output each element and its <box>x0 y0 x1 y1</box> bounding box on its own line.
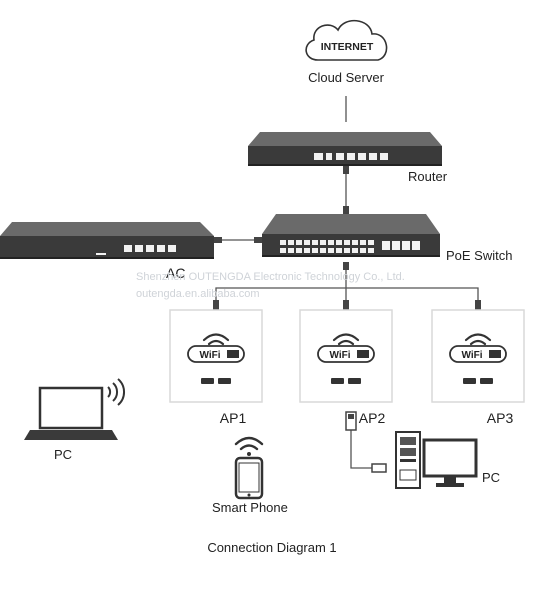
plug-switch-left <box>254 237 262 243</box>
ap-port-marker <box>348 378 361 384</box>
plug-ap2 <box>343 300 349 310</box>
wifi-icon <box>332 333 360 346</box>
plug-switch-bottom <box>343 262 349 270</box>
pc-left-label: PC <box>54 447 72 462</box>
cloud-icon <box>305 19 388 61</box>
switch-port <box>312 240 318 245</box>
diagram-caption: Connection Diagram 1 <box>207 540 336 555</box>
plug-ap3 <box>475 300 481 310</box>
switch-port <box>296 248 302 253</box>
switch-uplink-port <box>412 241 420 250</box>
switch-uplink-port <box>392 241 400 250</box>
wifi-badge-text: WiFi <box>329 350 350 361</box>
switch-port <box>336 248 342 253</box>
switch-port <box>368 248 374 253</box>
poe-switch-device <box>262 214 440 257</box>
ap-label: AP3 <box>487 410 514 426</box>
router-device <box>248 132 442 166</box>
ap-label: AP2 <box>359 410 386 426</box>
desktop-tower-icon <box>395 431 421 489</box>
switch-port <box>344 248 350 253</box>
switch-port <box>288 248 294 253</box>
smartphone-icon <box>234 456 264 500</box>
switch-port <box>320 240 326 245</box>
wifi-icon <box>464 333 492 346</box>
wifi-signal-icon <box>234 436 264 456</box>
switch-port <box>320 248 326 253</box>
pc-right-label: PC <box>482 470 500 485</box>
switch-port <box>280 240 286 245</box>
switch-port <box>360 240 366 245</box>
ethernet-plug-icon <box>345 411 387 473</box>
wifi-badge-tag <box>357 350 369 358</box>
switch-port <box>280 248 286 253</box>
ap-port-marker <box>201 378 214 384</box>
plug-switch-top <box>343 206 349 214</box>
switch-uplink-port <box>382 241 390 250</box>
ac-controller-device <box>0 222 214 259</box>
switch-port <box>336 240 342 245</box>
switch-port <box>328 248 334 253</box>
ap-label: AP1 <box>220 410 247 426</box>
smartphone-label: Smart Phone <box>212 500 288 515</box>
wifi-badge-tag <box>227 350 239 358</box>
plug-ap1 <box>213 300 219 310</box>
internet-badge: INTERNET <box>321 41 374 53</box>
plug-ac-right <box>214 237 222 243</box>
router-ports <box>314 153 388 160</box>
watermark-url: outengda.en.alibaba.com <box>136 288 260 300</box>
switch-port <box>288 240 294 245</box>
plug-router-bottom <box>343 166 349 174</box>
watermark-company: Shenzhen OUTENGDA Electronic Technology … <box>136 271 405 283</box>
switch-port <box>352 248 358 253</box>
switch-ports <box>280 240 420 253</box>
switch-port <box>368 240 374 245</box>
rj45-plugs <box>213 166 481 310</box>
wifi-icon <box>202 333 230 346</box>
switch-port <box>296 240 302 245</box>
switch-port <box>312 248 318 253</box>
switch-port <box>304 248 310 253</box>
switch-port <box>328 240 334 245</box>
wifi-badge-tag <box>489 350 501 358</box>
ac-label: AC <box>166 265 185 281</box>
cloud-server-label: Cloud Server <box>308 70 385 85</box>
ac-ports <box>96 245 176 255</box>
ap-port-marker <box>480 378 493 384</box>
switch-port <box>352 240 358 245</box>
monitor-icon <box>422 438 478 487</box>
switch-port <box>304 240 310 245</box>
switch-uplink-port <box>402 241 410 250</box>
switch-port <box>344 240 350 245</box>
switch-port <box>360 248 366 253</box>
ap-port-marker <box>463 378 476 384</box>
poe-switch-label: PoE Switch <box>446 248 512 263</box>
switch-ap3-link <box>346 287 479 310</box>
wifi-badge-text: WiFi <box>199 350 220 361</box>
router-label: Router <box>408 169 448 184</box>
ap-port-marker <box>331 378 344 384</box>
laptop-icon <box>24 378 125 440</box>
ap2-desktop-link <box>350 430 372 469</box>
wifi-badge-text: WiFi <box>461 350 482 361</box>
ap-port-marker <box>218 378 231 384</box>
